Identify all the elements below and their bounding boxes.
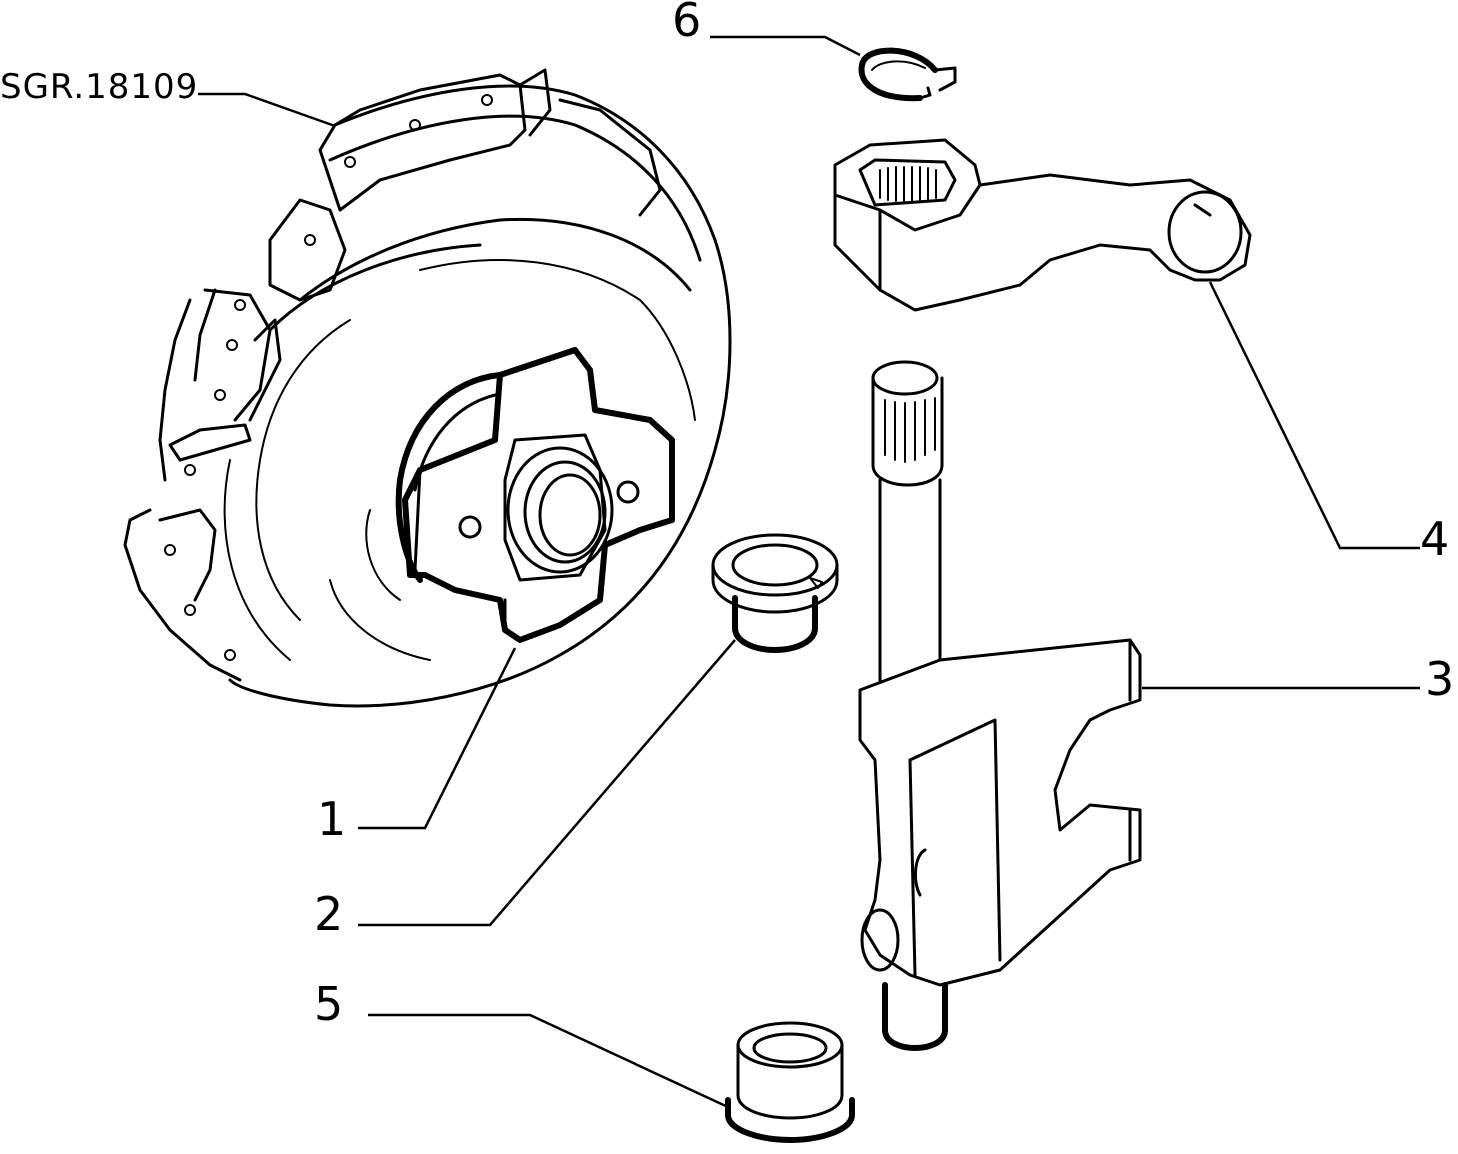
callout-2: 2 xyxy=(314,887,343,941)
part-3-release-fork xyxy=(858,360,1142,1051)
callout-5: 5 xyxy=(314,977,343,1031)
leader-4 xyxy=(1208,281,1420,550)
callout-6: 6 xyxy=(672,0,701,47)
leader-drawing-reference xyxy=(198,92,336,128)
part-4-release-lever xyxy=(833,138,1252,312)
callout-3: 3 xyxy=(1425,652,1454,706)
part-6-circlip xyxy=(858,47,957,102)
leader-1 xyxy=(358,647,517,830)
leader-5 xyxy=(368,1013,731,1110)
callout-1: 1 xyxy=(317,792,346,846)
leader-2 xyxy=(358,639,736,927)
part-5-bushing xyxy=(725,1021,855,1143)
drawing-reference: SGR.18109 xyxy=(0,67,198,107)
clutch-cover-assembly xyxy=(123,68,732,708)
part-2-bushing xyxy=(711,533,839,653)
leader-6 xyxy=(710,35,861,57)
callout-4: 4 xyxy=(1420,512,1449,566)
part-1-release-bearing xyxy=(395,347,675,643)
